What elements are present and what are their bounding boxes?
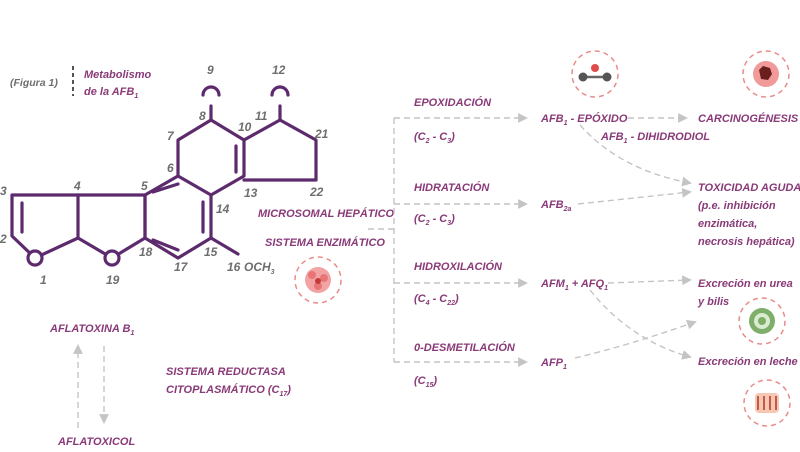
figure-caption: (Figura 1) Metabolismo de la AFB1 — [10, 66, 152, 100]
cytoplasmic-system-label: CITOPLASMÁTICO (C17) — [166, 383, 291, 398]
outcome-toxicity-detail-1: (p.e. inhibición — [698, 200, 776, 212]
outcome-milk-excretion: Excreción en leche — [698, 356, 798, 368]
atom-number: 14 — [216, 202, 230, 216]
atom-number: 12 — [272, 63, 286, 77]
atom-number: 16 — [227, 260, 241, 274]
atom-number: 1 — [40, 273, 47, 287]
figure-title-line2: de la AFB1 — [84, 86, 138, 100]
atom-number: 8 — [199, 109, 206, 123]
atom-number: 19 — [106, 273, 120, 287]
mammary-tissue-icon — [743, 379, 791, 427]
reductase-system-label: SISTEMA REDUCTASA — [166, 366, 286, 378]
product-afb1-dihydrodiol: AFB1 - DIHIDRODIOL — [600, 131, 710, 145]
benzene-double-bond-3 — [151, 238, 180, 252]
reaction-hydroxylation: HIDROXILACIÓN — [414, 260, 503, 273]
reaction-epoxidation: EPOXIDACIÓN — [414, 96, 492, 109]
methoxy-bond — [209, 236, 240, 256]
arrow-afm1-to-milk — [589, 289, 692, 360]
furan-ring-inner — [76, 193, 147, 260]
atom-number: 3 — [0, 184, 7, 198]
reaction-hydration: HIDRATACIÓN — [414, 181, 490, 194]
atom-number: 13 — [244, 186, 258, 200]
atom-number: 2 — [0, 232, 7, 246]
oxygen-19-icon — [103, 249, 121, 267]
outcome-carcinogenesis: CARCINOGÉNESIS — [698, 112, 799, 125]
epoxide-molecule-icon — [571, 50, 619, 98]
outcome-urine-bile: Excreción en urea — [698, 278, 793, 290]
outcome-toxicity-detail-3: necrosis hepática) — [698, 236, 795, 248]
atom-number: 9 — [207, 63, 214, 77]
pathway-arrows — [73, 113, 697, 428]
atom-number: 10 — [238, 120, 252, 134]
reaction-hydration-position: (C2 - C3) — [414, 213, 455, 227]
atom-number: 6 — [167, 161, 174, 175]
outcome-acute-toxicity: TOXICIDAD AGUDA — [698, 182, 800, 194]
kidney-tissue-icon — [738, 297, 786, 345]
atom-number: 11 — [255, 109, 268, 123]
arrow-afp1-to-urine — [574, 319, 697, 359]
oxygen-12-icon — [270, 85, 290, 97]
aflatoxin-b1-label: AFLATOXINA B1 — [49, 323, 134, 337]
benzene-double-bond-1 — [151, 182, 180, 194]
reaction-hydroxylation-position: (C4 - C22) — [414, 293, 459, 307]
atom-number: 7 — [167, 129, 175, 143]
reaction-demethylation-position: (C15) — [414, 375, 437, 389]
oxygen-9-icon — [201, 85, 221, 97]
figure-title-line1: Metabolismo — [84, 69, 152, 81]
atom-number: 4 — [73, 179, 81, 193]
atom-number: 17 — [174, 260, 189, 274]
cyclopentenone-ring — [242, 118, 318, 182]
outcome-toxicity-detail-2: enzimática, — [698, 218, 757, 230]
atom-number: 15 — [204, 245, 218, 259]
atom-number: 18 — [139, 245, 153, 259]
hepatocyte-icon — [294, 256, 342, 304]
microsomal-system-label: MICROSOMAL HEPÁTICO — [258, 207, 395, 220]
liver-cell-icon — [742, 50, 790, 98]
lactone-ring — [176, 118, 246, 197]
enzymatic-system-label: SISTEMA ENZIMÁTICO — [265, 236, 385, 249]
product-afm1-afq1: AFM1 + AFQ1 — [540, 278, 608, 292]
reaction-epoxidation-position: (C2 - C3) — [414, 131, 455, 145]
arrow-afb2a-to-toxicity — [577, 187, 692, 205]
atom-number: 21 — [314, 127, 329, 141]
atom-number: 22 — [309, 185, 324, 199]
arrow-afm1-to-urine — [607, 275, 692, 286]
product-afp1: AFP1 — [540, 357, 567, 371]
benzene-ring — [143, 174, 213, 260]
figure-reference: (Figura 1) — [10, 77, 58, 89]
arrow-epoxide-to-toxicity — [579, 124, 692, 187]
aflatoxicol-label: AFLATOXICOL — [57, 436, 135, 448]
aflatoxin-b1-structure: 1 2 3 4 5 6 7 8 9 10 11 12 13 14 15 16 1… — [0, 63, 329, 287]
atom-number: 5 — [141, 179, 148, 193]
oxygen-1-icon — [26, 249, 44, 267]
methoxy-label: OCH3 — [244, 260, 275, 276]
furan-ring-outer — [10, 193, 80, 260]
product-afb1-epoxide: AFB1 - EPÓXIDO — [540, 112, 628, 127]
product-afb2a: AFB2a — [540, 199, 572, 213]
reaction-demethylation: 0-DESMETILACIÓN — [414, 341, 516, 354]
outcome-urine-bile-2: y bilis — [697, 296, 729, 308]
